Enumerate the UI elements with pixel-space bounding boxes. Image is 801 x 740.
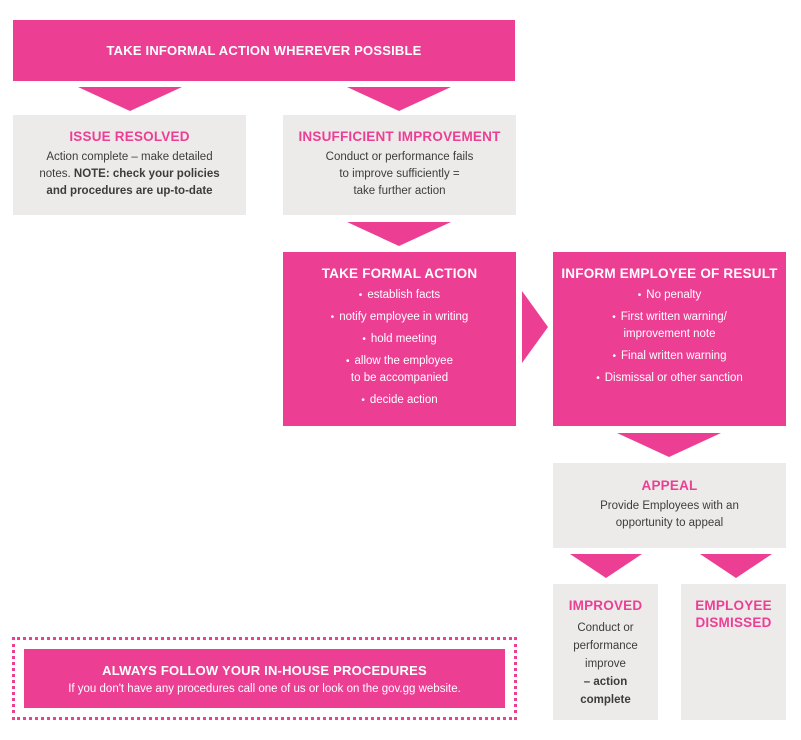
top-banner: TAKE INFORMAL ACTION WHEREVER POSSIBLE	[13, 20, 515, 81]
employee-dismissed-line1: EMPLOYEE	[695, 598, 772, 613]
insufficient-line2: to improve sufficiently =	[339, 168, 460, 180]
formal-item-cont: to be accompanied	[350, 372, 449, 384]
improved-title: IMPROVED	[568, 598, 643, 613]
top-banner-title: TAKE INFORMAL ACTION WHEREVER POSSIBLE	[106, 43, 422, 58]
improved-line2: performance	[573, 640, 638, 652]
formal-item: •notify employee in writing	[330, 311, 469, 323]
arrow-right-to-inform	[522, 291, 548, 363]
issue-resolved-title: ISSUE RESOLVED	[69, 129, 190, 144]
employee-dismissed-box: EMPLOYEE DISMISSED	[681, 584, 786, 720]
inform-item: •Dismissal or other sanction	[596, 372, 743, 384]
footer-dotted-frame	[12, 637, 517, 720]
inform-item: •No penalty	[637, 289, 702, 301]
inform-item-cont: improvement note	[623, 328, 716, 340]
inform-item: •Final written warning	[612, 350, 727, 362]
issue-resolved-box: ISSUE RESOLVED Action complete – make de…	[13, 115, 246, 215]
arrow-down-to-dismissed	[700, 554, 772, 578]
issue-resolved-line2: notes. NOTE: check your policies	[13, 166, 246, 183]
improved-line1: Conduct or	[577, 622, 634, 634]
arrow-down-to-improved	[570, 554, 642, 578]
issue-resolved-text: Action complete – make detailed notes. N…	[13, 149, 246, 200]
insufficient-line1: Conduct or performance fails	[325, 151, 474, 163]
improved-bold1: – action	[583, 676, 628, 688]
insufficient-line3: take further action	[353, 185, 446, 197]
issue-resolved-note: NOTE: check your policies	[73, 168, 220, 180]
issue-resolved-line1: Action complete – make detailed	[46, 151, 213, 163]
appeal-line2: opportunity to appeal	[615, 517, 724, 529]
inform-item: •First written warning/	[612, 311, 727, 323]
appeal-box: APPEAL Provide Employees with an opportu…	[553, 463, 786, 548]
insufficient-improvement-box: INSUFFICIENT IMPROVEMENT Conduct or perf…	[283, 115, 516, 215]
footer-text: If you don't have any procedures call on…	[68, 683, 461, 695]
inform-employee-title: INFORM EMPLOYEE OF RESULT	[561, 266, 778, 281]
formal-item: •hold meeting	[362, 333, 437, 345]
appeal-line1: Provide Employees with an	[600, 500, 739, 512]
improved-box: IMPROVED Conduct or performance improve …	[553, 584, 658, 720]
arrow-down-to-appeal	[617, 433, 721, 457]
improved-bold2: complete	[580, 694, 631, 706]
footer-title: ALWAYS FOLLOW YOUR IN-HOUSE PROCEDURES	[102, 663, 427, 678]
issue-resolved-line2-text: notes.	[39, 168, 74, 180]
formal-action-title: TAKE FORMAL ACTION	[321, 266, 478, 281]
arrow-down-to-formal	[347, 222, 451, 246]
employee-dismissed-line2: DISMISSED	[695, 615, 772, 630]
arrow-down-to-resolved	[78, 87, 182, 111]
formal-item: •allow the employee	[346, 355, 453, 367]
formal-action-box: TAKE FORMAL ACTION •establish facts •not…	[283, 252, 516, 426]
improved-line3: improve	[585, 658, 626, 670]
insufficient-improvement-title: INSUFFICIENT IMPROVEMENT	[298, 129, 501, 144]
inform-employee-box: INFORM EMPLOYEE OF RESULT •No penalty •F…	[553, 252, 786, 426]
footer-banner: ALWAYS FOLLOW YOUR IN-HOUSE PROCEDURES I…	[24, 649, 505, 708]
formal-item: •decide action	[361, 394, 438, 406]
arrow-down-to-insufficient	[347, 87, 451, 111]
issue-resolved-line3: and procedures are up-to-date	[46, 185, 213, 197]
formal-item: •establish facts	[358, 289, 441, 301]
appeal-title: APPEAL	[641, 478, 698, 493]
